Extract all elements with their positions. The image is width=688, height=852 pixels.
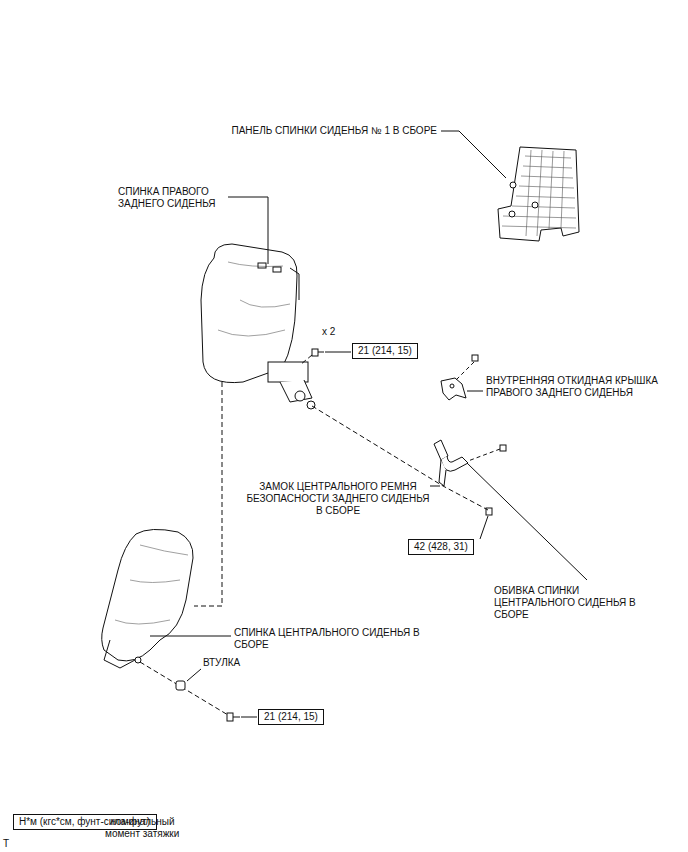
leader-line: [480, 516, 488, 539]
torque-spec-box: 21 (214, 15): [258, 709, 324, 725]
dashed-line: [468, 449, 500, 461]
leader-line: [430, 486, 440, 487]
bolt-icon: [227, 713, 240, 721]
leader-line: [467, 463, 587, 580]
torque-value: 42 (428, 31): [414, 541, 468, 553]
figure-mark: T: [3, 838, 9, 850]
part-label: ПАНЕЛЬ СПИНКИ СИДЕНЬЯ № 1 В СБОРЕ: [200, 125, 437, 137]
leader-line: [150, 636, 231, 637]
torque-spec-box: 42 (428, 31): [408, 539, 474, 555]
part-label: СПИНКА ПРАВОГО ЗАДНЕГО СИДЕНЬЯ: [118, 186, 230, 210]
dashed-line: [300, 355, 312, 365]
part-label: СПИНКА ЦЕНТРАЛЬНОГО СИДЕНЬЯ В СБОРЕ: [234, 627, 439, 651]
right-seatback-illustration: [201, 244, 315, 409]
torque-value: 21 (214, 15): [264, 711, 318, 723]
leader-line: [187, 669, 201, 681]
leader-line: [241, 717, 257, 718]
dashed-line: [140, 662, 228, 715]
quantity-label: x 2: [322, 326, 335, 338]
part-label: ВТУЛКА: [203, 657, 240, 669]
center-seatback-illustration: [102, 529, 193, 668]
part-label: : номинальный момент затяжки: [105, 816, 195, 840]
part-label: ОБИВКА СПИНКИ ЦЕНТРАЛЬНОГО СИДЕНЬЯ В СБО…: [494, 585, 644, 621]
bushing-icon: [176, 681, 185, 690]
dashed-line: [194, 382, 222, 606]
part-label: ЗАМОК ЦЕНТРАЛЬНОГО РЕМНЯ БЕЗОПАСНОСТИ ЗА…: [243, 481, 433, 517]
leader-line: [441, 131, 506, 178]
buckle-illustration: [434, 440, 506, 515]
dashed-line: [456, 362, 474, 380]
leader-line: [325, 352, 351, 353]
part-label: ВНУТРЕННЯЯ ОТКИДНАЯ КРЫШКА ПРАВОГО ЗАДНЕ…: [486, 375, 682, 399]
bolt-icon: [312, 349, 324, 356]
torque-spec-box: 21 (214, 15): [352, 343, 418, 359]
panel-illustration: [498, 147, 579, 241]
leader-line: [228, 197, 268, 264]
torque-value: 21 (214, 15): [358, 345, 412, 357]
inner-cover-illustration: [441, 355, 478, 400]
leader-line: [467, 391, 483, 392]
